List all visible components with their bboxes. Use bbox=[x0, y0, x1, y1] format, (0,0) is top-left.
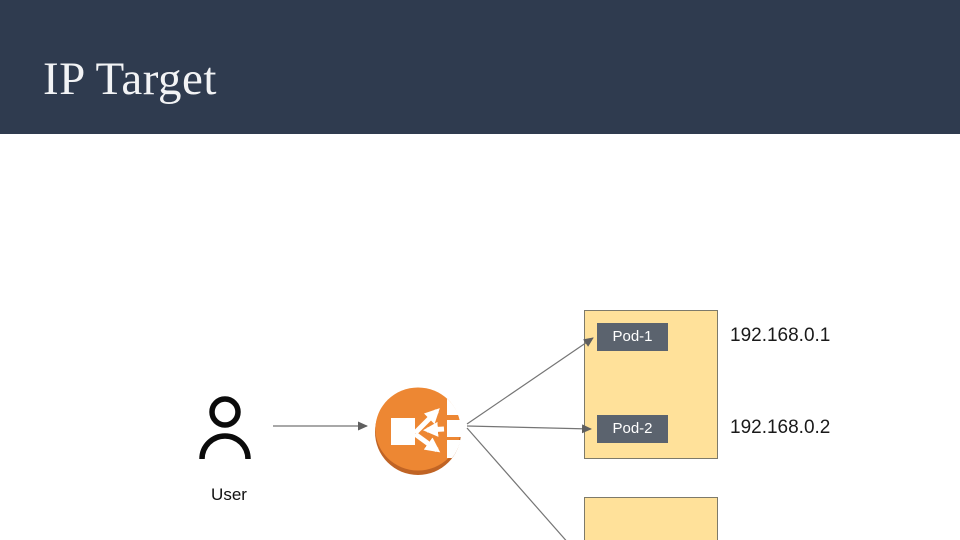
pod-2-ip-label: 192.168.0.2 bbox=[730, 417, 831, 438]
load-balancer-icon bbox=[375, 387, 462, 475]
arrow-lb-to-pod2 bbox=[466, 424, 592, 434]
pod-2: Pod-2 bbox=[597, 415, 668, 443]
slide-header: IP Target bbox=[0, 0, 960, 134]
pod-1-ip-label: 192.168.0.1 bbox=[730, 325, 831, 346]
page-title: IP Target bbox=[43, 53, 217, 105]
person-icon bbox=[199, 396, 251, 460]
pod-1: Pod-1 bbox=[597, 323, 668, 351]
arrow-lb-to-pod3 bbox=[466, 427, 567, 540]
arrow-lb-to-pod1 bbox=[466, 337, 594, 425]
user-label: User bbox=[211, 485, 247, 504]
diagram-canvas: Pod-1 Pod-2 Pod-3 192.168.0.1 192.168.0.… bbox=[0, 134, 960, 540]
node-box-2 bbox=[584, 497, 718, 540]
